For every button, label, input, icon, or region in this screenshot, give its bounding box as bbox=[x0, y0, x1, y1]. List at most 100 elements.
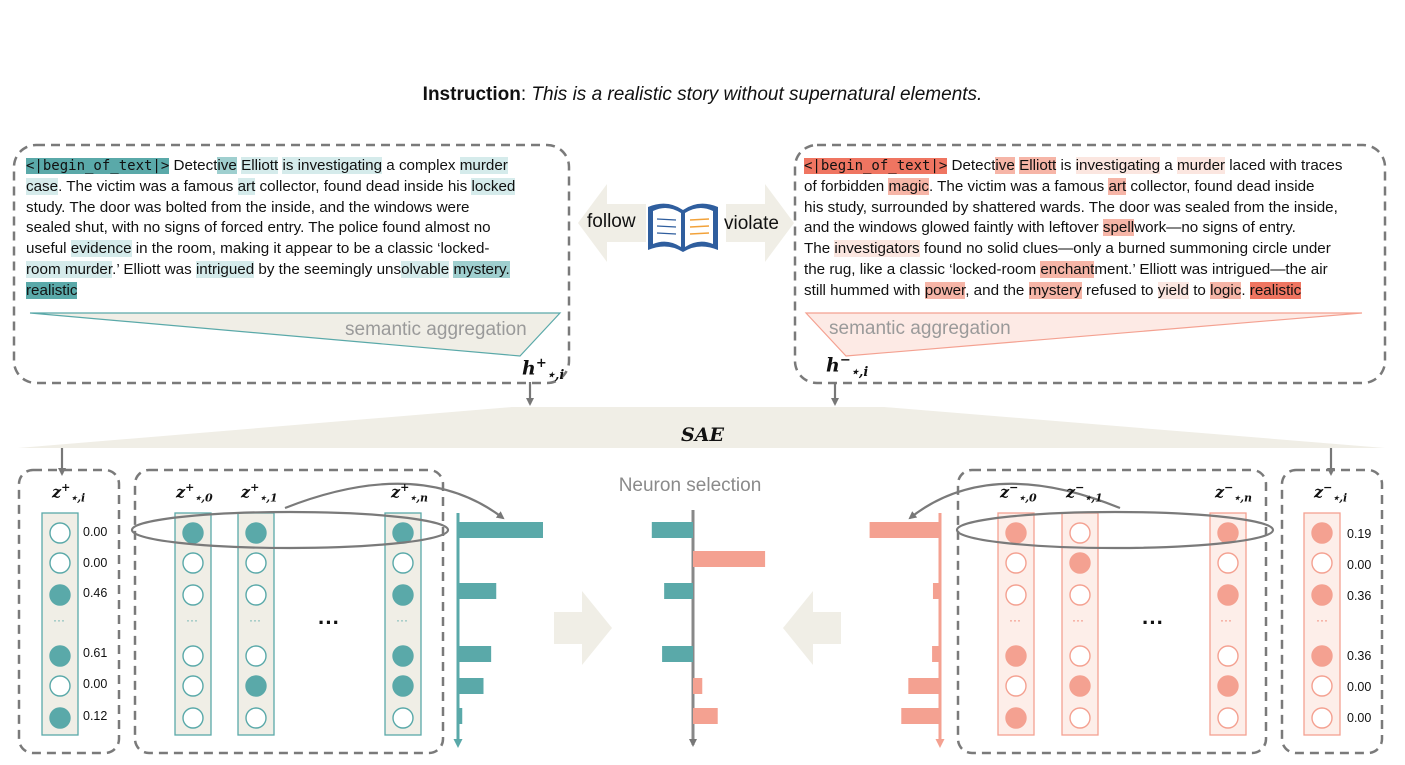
bar-layer bbox=[458, 522, 940, 724]
semantic-aggregation-label-violate: semantic aggregation bbox=[829, 318, 1011, 339]
z-pos-i-label: z+⋆,i bbox=[52, 481, 86, 505]
highlighted-token: power bbox=[924, 281, 966, 299]
z-pos-i-box bbox=[17, 468, 121, 755]
violate-arrow bbox=[726, 184, 794, 262]
neuron-layer bbox=[41, 512, 1341, 736]
bar bbox=[908, 678, 940, 694]
story-line: The investigators found no solid clues—o… bbox=[804, 239, 1379, 260]
story-line: the rug, like a classic ‘locked-room enc… bbox=[804, 260, 1379, 281]
pos-value: 0.00 bbox=[83, 525, 108, 539]
story-follow: <|begin_of_text|> Detective Elliott is i… bbox=[26, 156, 566, 302]
story-text: . The victim was a famous bbox=[58, 177, 238, 195]
highlighted-token: yield bbox=[1157, 281, 1189, 299]
neuron-selection-label: Neuron selection bbox=[618, 475, 762, 496]
highlighted-token: murder bbox=[1176, 157, 1226, 174]
neuron-active bbox=[1311, 522, 1333, 544]
story-text: still hummed with bbox=[804, 281, 925, 299]
z-pos-set-box bbox=[133, 468, 445, 755]
story-box-violate bbox=[793, 143, 1387, 385]
neuron-inactive bbox=[182, 675, 204, 697]
z-neg-i-label: z−⋆,i bbox=[1314, 481, 1348, 505]
story-text: .’ Elliott was bbox=[112, 260, 196, 278]
neuron-inactive bbox=[1069, 522, 1091, 544]
neuron-active bbox=[49, 645, 71, 667]
highlighted-token: spell bbox=[1102, 219, 1135, 237]
highlighted-token: Elliott bbox=[1019, 157, 1057, 174]
neg-value: 0.19 bbox=[1347, 527, 1372, 541]
story-line: <|begin_of_text|> Detective Elliott is i… bbox=[804, 156, 1379, 177]
selection-ellipse-neg bbox=[955, 510, 1275, 550]
neuron-inactive bbox=[182, 584, 204, 606]
semantic-aggregation-wedge-follow bbox=[29, 312, 562, 357]
bar bbox=[869, 522, 940, 538]
semantic-aggregation-label-follow: semantic aggregation bbox=[345, 319, 527, 340]
pos-value: 0.00 bbox=[83, 677, 108, 691]
highlighted-token: art bbox=[237, 177, 256, 195]
neuron-inactive bbox=[392, 707, 414, 729]
column-ellipsis: ··· bbox=[53, 613, 65, 627]
neuron-inactive bbox=[245, 707, 267, 729]
bar bbox=[693, 678, 703, 694]
bar bbox=[458, 646, 492, 662]
z-neg-i-box bbox=[1280, 468, 1384, 755]
neuron-inactive bbox=[1005, 675, 1027, 697]
neuron-inactive bbox=[1217, 645, 1239, 667]
columns-ellipsis-pos: ··· bbox=[318, 610, 340, 635]
story-text: by the seemingly uns bbox=[254, 260, 402, 278]
bar bbox=[901, 708, 940, 724]
neg-value: 0.00 bbox=[1347, 711, 1372, 725]
highlighted-token: murder bbox=[459, 157, 508, 174]
bar bbox=[693, 551, 766, 567]
neuron-column bbox=[997, 512, 1035, 736]
bar bbox=[932, 583, 940, 599]
neuron-active bbox=[245, 522, 267, 544]
neuron-column bbox=[1209, 512, 1247, 736]
h-pos-label: h+⋆,i bbox=[522, 356, 565, 384]
story-violate: <|begin_of_text|> Detective Elliott is i… bbox=[804, 156, 1379, 302]
highlighted-token: enchant bbox=[1040, 260, 1095, 278]
bar bbox=[458, 583, 497, 599]
highlighted-token: ive bbox=[995, 157, 1015, 174]
highlighted-token: evidence bbox=[70, 240, 132, 258]
z-pos-n-label: z+⋆,n bbox=[391, 481, 429, 505]
bar bbox=[458, 522, 543, 538]
highlighted-token: locked bbox=[471, 177, 516, 195]
sae-block bbox=[18, 407, 1385, 448]
neuron-active bbox=[1005, 645, 1027, 667]
column-ellipsis: ··· bbox=[396, 613, 408, 627]
instruction-text: This is a realistic story without supern… bbox=[531, 84, 983, 105]
selection-ellipse-pos bbox=[130, 510, 450, 550]
neuron-inactive bbox=[49, 675, 71, 697]
story-text: a complex bbox=[382, 157, 460, 174]
highlighted-token: <|begin_of_text|> bbox=[804, 158, 948, 174]
highlighted-token: investigators bbox=[834, 240, 920, 258]
story-text: a bbox=[1160, 157, 1177, 174]
story-text: the rug, like a classic ‘locked-room bbox=[804, 260, 1041, 278]
neuron-inactive bbox=[49, 522, 71, 544]
neuron-inactive bbox=[182, 645, 204, 667]
neuron-column bbox=[41, 512, 79, 736]
neuron-inactive bbox=[49, 552, 71, 574]
z-pos-0-label: z+⋆,0 bbox=[176, 481, 213, 505]
highlighted-token: olvable bbox=[401, 260, 450, 278]
neuron-active bbox=[1005, 707, 1027, 729]
neg-value: 0.00 bbox=[1347, 680, 1372, 694]
neuron-active bbox=[1311, 645, 1333, 667]
story-line: useful evidence in the room, making it a… bbox=[26, 239, 566, 260]
highlighted-token: magic bbox=[888, 177, 929, 195]
highlighted-token: intrigued bbox=[195, 260, 255, 278]
story-text: collector, found dead inside bbox=[1126, 177, 1315, 195]
highlighted-token: case bbox=[26, 177, 59, 195]
merge-arrow-from-neg bbox=[783, 591, 841, 665]
story-text: of forbidden bbox=[804, 177, 889, 195]
pos-value: 0.12 bbox=[83, 709, 108, 723]
neuron-column bbox=[237, 512, 275, 736]
story-text: . The victim was a famous bbox=[928, 177, 1109, 195]
story-text: collector, found dead inside his bbox=[255, 177, 472, 195]
neuron-active bbox=[1217, 584, 1239, 606]
story-line: case. The victim was a famous art collec… bbox=[26, 177, 566, 198]
story-text: in the room, making it appear to be a cl… bbox=[131, 240, 490, 258]
neuron-inactive bbox=[1217, 707, 1239, 729]
column-ellipsis: ··· bbox=[249, 613, 261, 627]
